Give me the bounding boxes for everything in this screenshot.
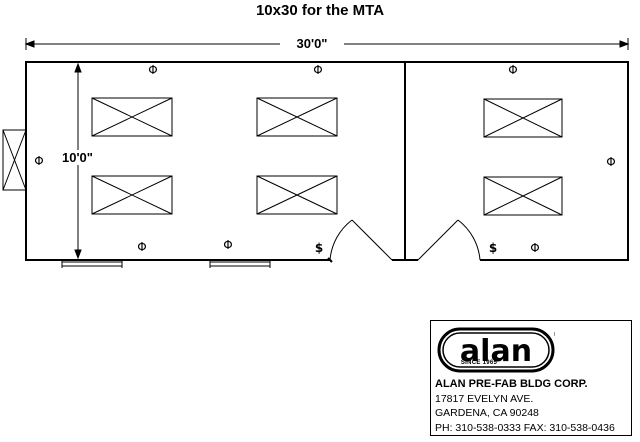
outlet-symbol: Φ: [508, 63, 517, 77]
light-fixture: [256, 97, 338, 137]
since-label: SINCE 1965: [460, 360, 498, 366]
outlet-symbol: Φ: [34, 154, 43, 168]
light-fixture: [91, 97, 173, 137]
svg-text:®: ®: [553, 330, 555, 339]
window: [61, 260, 123, 268]
door-left: [327, 219, 393, 263]
light-fixture: [483, 176, 563, 216]
outlet-symbol: Φ: [606, 155, 615, 169]
switch-symbol: $: [489, 241, 497, 255]
wall-ac-unit: [2, 129, 27, 191]
light-fixture: [256, 175, 338, 215]
title-block: alan ®: [430, 320, 632, 436]
drawing-title: 10x30 for the MTA: [255, 2, 385, 19]
light-fixture: [91, 175, 173, 215]
outlet-symbol: Φ: [223, 238, 232, 252]
door-right: [417, 219, 481, 261]
phone-fax: PH: 310-538-0333 FAX: 310-538-0436: [435, 422, 615, 434]
svg-text:alan: alan: [460, 334, 532, 369]
outlet-symbol: Φ: [148, 63, 157, 77]
outlet-symbol: Φ: [530, 241, 539, 255]
address-line-1: 17817 EVELYN AVE.: [435, 393, 534, 405]
outlet-symbol: Φ: [137, 240, 146, 254]
address-line-2: GARDENA, CA 90248: [435, 407, 539, 419]
switch-symbol: $: [315, 241, 323, 255]
light-fixture: [483, 98, 563, 138]
building-outline: [25, 61, 629, 261]
company-name: ALAN PRE-FAB BLDG CORP.: [435, 378, 588, 390]
window: [209, 260, 271, 268]
outlet-symbol: Φ: [313, 63, 322, 77]
length-dimension-label: 30'0": [280, 36, 344, 51]
company-logo: alan ®: [437, 327, 555, 373]
width-dimension-label: 10'0": [60, 150, 95, 165]
